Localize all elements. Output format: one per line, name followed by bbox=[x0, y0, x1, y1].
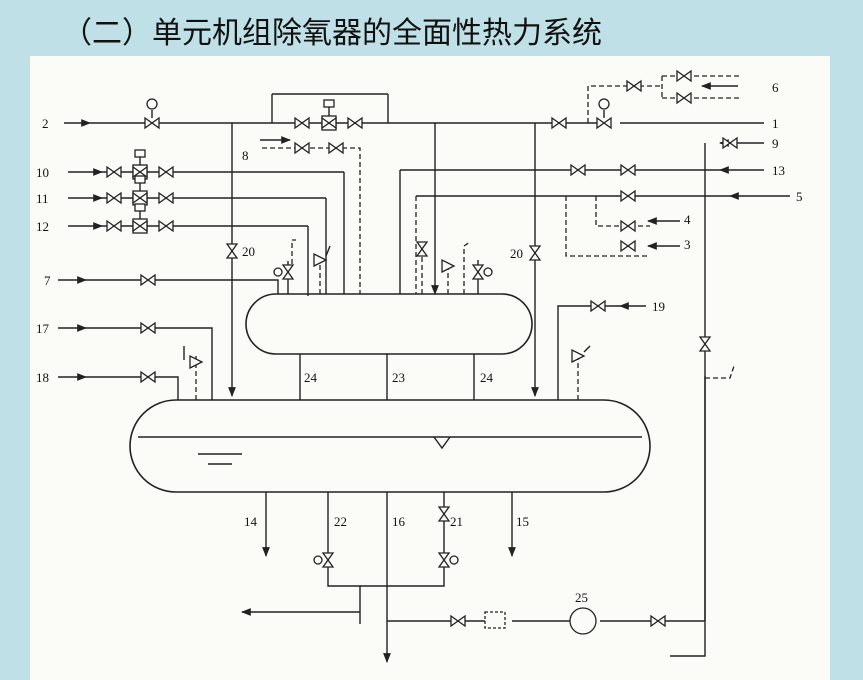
gauge-2-icon bbox=[146, 98, 158, 110]
valve-2[interactable] bbox=[144, 117, 160, 129]
valve-20-right[interactable] bbox=[529, 245, 541, 261]
valve-22[interactable] bbox=[322, 552, 334, 568]
valve-20-left[interactable] bbox=[226, 243, 238, 259]
label-21: 21 bbox=[450, 514, 463, 529]
label-10: 10 bbox=[36, 165, 49, 180]
label-13: 13 bbox=[772, 163, 785, 178]
label-3: 3 bbox=[684, 237, 691, 252]
diagram-sheet: 2 1 6 9 8 10 11 12 13 5 4 3 20 20 7 17 1… bbox=[30, 56, 830, 680]
label-11: 11 bbox=[36, 191, 49, 206]
gauge-1-icon bbox=[598, 98, 610, 110]
label-2: 2 bbox=[42, 116, 49, 131]
label-23: 23 bbox=[392, 370, 405, 385]
label-24-right: 24 bbox=[480, 370, 494, 385]
label-15: 15 bbox=[516, 514, 529, 529]
label-14: 14 bbox=[244, 514, 258, 529]
overflow-funnel bbox=[433, 436, 451, 450]
page-title: （二）单元机组除氧器的全面性热力系统 bbox=[62, 16, 602, 51]
label-18: 18 bbox=[36, 370, 49, 385]
label-4: 4 bbox=[684, 212, 691, 227]
label-19: 19 bbox=[652, 299, 665, 314]
label-12: 12 bbox=[36, 219, 49, 234]
label-25: 25 bbox=[575, 590, 588, 605]
label-16: 16 bbox=[392, 514, 406, 529]
thermal-system-diagram: 2 1 6 9 8 10 11 12 13 5 4 3 20 20 7 17 1… bbox=[36, 70, 803, 663]
pump-25-icon bbox=[569, 607, 597, 635]
valve-9[interactable] bbox=[699, 336, 711, 352]
deaerator-head bbox=[245, 293, 533, 355]
label-5: 5 bbox=[796, 189, 803, 204]
label-6: 6 bbox=[772, 80, 779, 95]
label-20-left: 20 bbox=[242, 244, 255, 259]
label-24-left: 24 bbox=[304, 370, 318, 385]
label-20-right: 20 bbox=[510, 246, 523, 261]
label-7: 7 bbox=[44, 273, 51, 288]
label-8: 8 bbox=[242, 148, 249, 163]
valve-21[interactable] bbox=[438, 506, 450, 522]
feedwater-tank bbox=[129, 399, 651, 493]
label-17: 17 bbox=[36, 321, 50, 336]
label-22: 22 bbox=[334, 514, 347, 529]
valve-1[interactable] bbox=[596, 117, 612, 129]
label-1: 1 bbox=[772, 116, 779, 131]
filter-icon bbox=[484, 611, 506, 629]
label-9: 9 bbox=[772, 136, 779, 151]
